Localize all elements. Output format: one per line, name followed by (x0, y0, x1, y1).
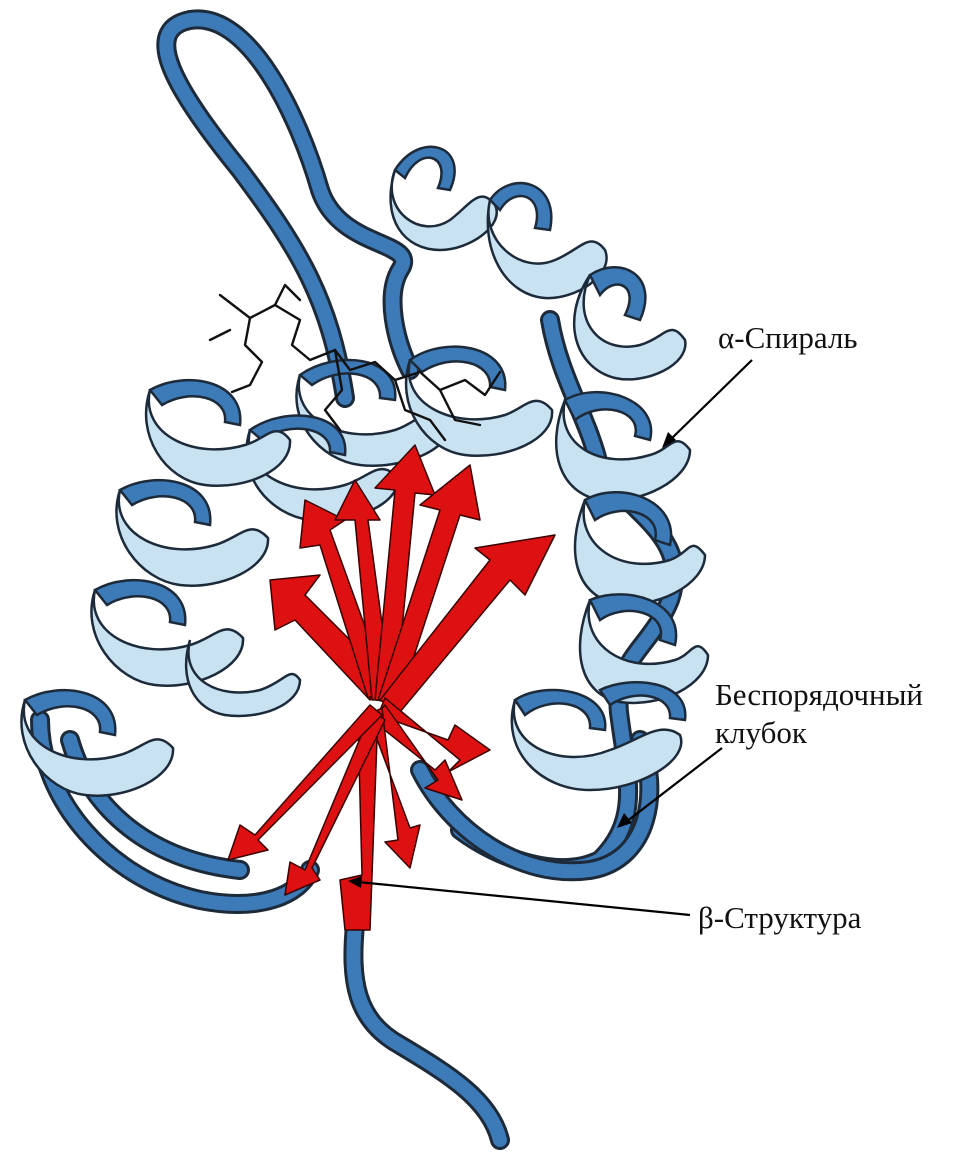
label-alpha-helix: α-Спираль (718, 320, 858, 355)
leader-beta-structure (358, 882, 690, 915)
helix-top-right (391, 147, 686, 380)
label-random-coil-line2: клубок (715, 715, 808, 750)
leader-alpha-helix (670, 360, 752, 440)
labels: α-Спираль Беспорядочный клубок β-Структу… (698, 320, 923, 935)
coil-top-loop (166, 19, 410, 398)
helix-lower-right (512, 682, 685, 790)
label-random-coil-line1: Беспорядочный (715, 677, 923, 712)
label-beta-structure: β-Структура (698, 900, 862, 935)
coil-top-loop-fill (166, 19, 410, 398)
coil-bottom-tail-fill (353, 925, 500, 1140)
